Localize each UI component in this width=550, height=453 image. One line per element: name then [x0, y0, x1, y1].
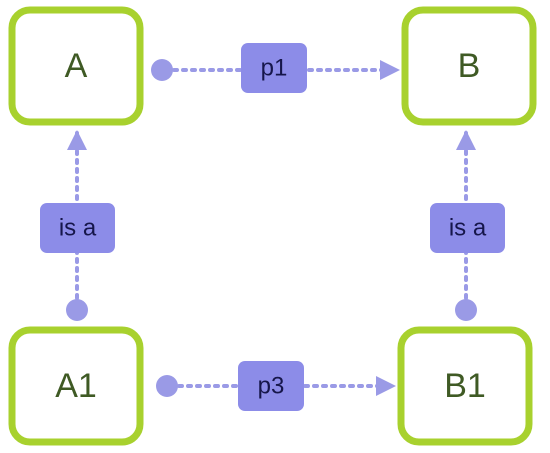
edge-label-text: p1: [261, 54, 288, 81]
node-label: A: [65, 47, 88, 85]
node-b1[interactable]: B1: [397, 326, 533, 446]
node-box: [397, 326, 533, 446]
edge-source-dot: [455, 299, 477, 321]
edge-label-p1[interactable]: p1: [241, 43, 307, 93]
node-label: B1: [444, 367, 486, 405]
edge-label-is-a-right[interactable]: is a: [430, 203, 505, 253]
node-a1[interactable]: A1: [8, 326, 144, 446]
edge-label-text: p3: [258, 372, 285, 399]
edge-label-text: is a: [59, 214, 97, 241]
node-box: [401, 6, 537, 126]
edge-label-text: is a: [449, 214, 487, 241]
edge-label-box: [40, 203, 115, 253]
edge-label-box: [241, 43, 307, 93]
edge-label-is-a-left[interactable]: is a: [40, 203, 115, 253]
edge-source-dot: [66, 299, 88, 321]
edge-label-box: [238, 361, 304, 411]
edge-source-dot: [156, 375, 178, 397]
node-box: [8, 6, 144, 126]
node-label: A1: [55, 367, 97, 405]
edge-source-dot: [151, 59, 173, 81]
node-b[interactable]: B: [401, 6, 537, 126]
node-box: [8, 326, 144, 446]
edge-label-p3[interactable]: p3: [238, 361, 304, 411]
node-a[interactable]: A: [8, 6, 144, 126]
node-label: B: [458, 47, 481, 85]
edge-label-box: [430, 203, 505, 253]
